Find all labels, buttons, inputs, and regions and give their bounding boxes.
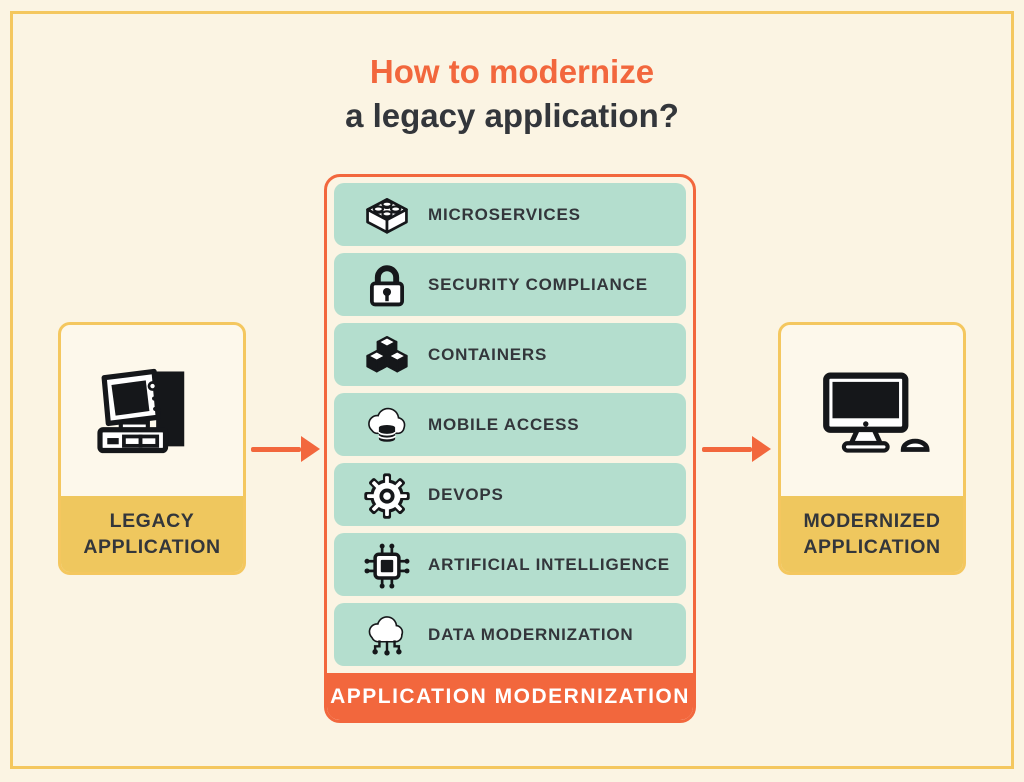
page-title-line2: a legacy application? [345, 97, 679, 134]
legacy-application-label: LEGACY APPLICATION [61, 496, 243, 572]
panel-item-label: CONTAINERS [428, 344, 548, 364]
arrow-shaft [251, 446, 301, 452]
ai-chip-icon [364, 543, 410, 589]
arrow-head-icon [752, 436, 771, 462]
lego-brick-icon [366, 197, 408, 234]
modernized-application-box: MODERNIZED APPLICATION [778, 322, 966, 575]
legacy-label-line2: APPLICATION [83, 536, 221, 558]
panel-item-label: ARTIFICIAL INTELLIGENCE [428, 554, 670, 574]
desktop-computer-icon [823, 372, 930, 453]
arrow-head-icon [301, 436, 320, 462]
gear-icon [364, 472, 410, 519]
retro-computer-icon [97, 368, 185, 453]
panel-item-label: DEVOPS [428, 484, 504, 504]
panel-item-artificial-intelligence: ARTIFICIAL INTELLIGENCE [334, 533, 686, 596]
panel-item-data-modernization: DATA MODERNIZATION [334, 603, 686, 666]
modernized-label-line2: APPLICATION [803, 536, 941, 558]
legacy-application-box: LEGACY APPLICATION [58, 322, 246, 575]
arrow-legacy-to-modernization [251, 436, 320, 462]
banner-label: APPLICATION MODERNIZATION [330, 684, 690, 708]
application-modernization-panel: MICROSERVICES SECURITY COMPLIANCE [324, 174, 696, 723]
panel-item-security-compliance: SECURITY COMPLIANCE [334, 253, 686, 316]
modernized-icon-area [781, 325, 963, 496]
modernized-application-label: MODERNIZED APPLICATION [781, 496, 963, 572]
panel-item-label: MICROSERVICES [428, 204, 581, 224]
cloud-network-icon [368, 615, 404, 656]
padlock-icon [369, 264, 405, 306]
arrow-modernization-to-modernized [702, 436, 771, 462]
application-modernization-banner: APPLICATION MODERNIZATION [327, 673, 693, 720]
panel-item-label: SECURITY COMPLIANCE [428, 274, 648, 294]
outer-frame [10, 11, 1014, 769]
cubes-icon [366, 335, 408, 372]
legacy-label-line1: LEGACY [109, 510, 195, 532]
panel-item-devops: DEVOPS [334, 463, 686, 526]
page-title: How to modernize a legacy application? [0, 50, 1024, 138]
cloud-database-icon [368, 407, 406, 442]
legacy-icon-area [61, 325, 243, 496]
panel-item-mobile-access: MOBILE ACCESS [334, 393, 686, 456]
modernized-label-line1: MODERNIZED [803, 510, 941, 532]
panel-item-label: DATA MODERNIZATION [428, 624, 634, 644]
arrow-shaft [702, 446, 752, 452]
panel-item-microservices: MICROSERVICES [334, 183, 686, 246]
page-title-line1: How to modernize [369, 53, 655, 90]
panel-item-containers: CONTAINERS [334, 323, 686, 386]
panel-item-label: MOBILE ACCESS [428, 414, 580, 434]
